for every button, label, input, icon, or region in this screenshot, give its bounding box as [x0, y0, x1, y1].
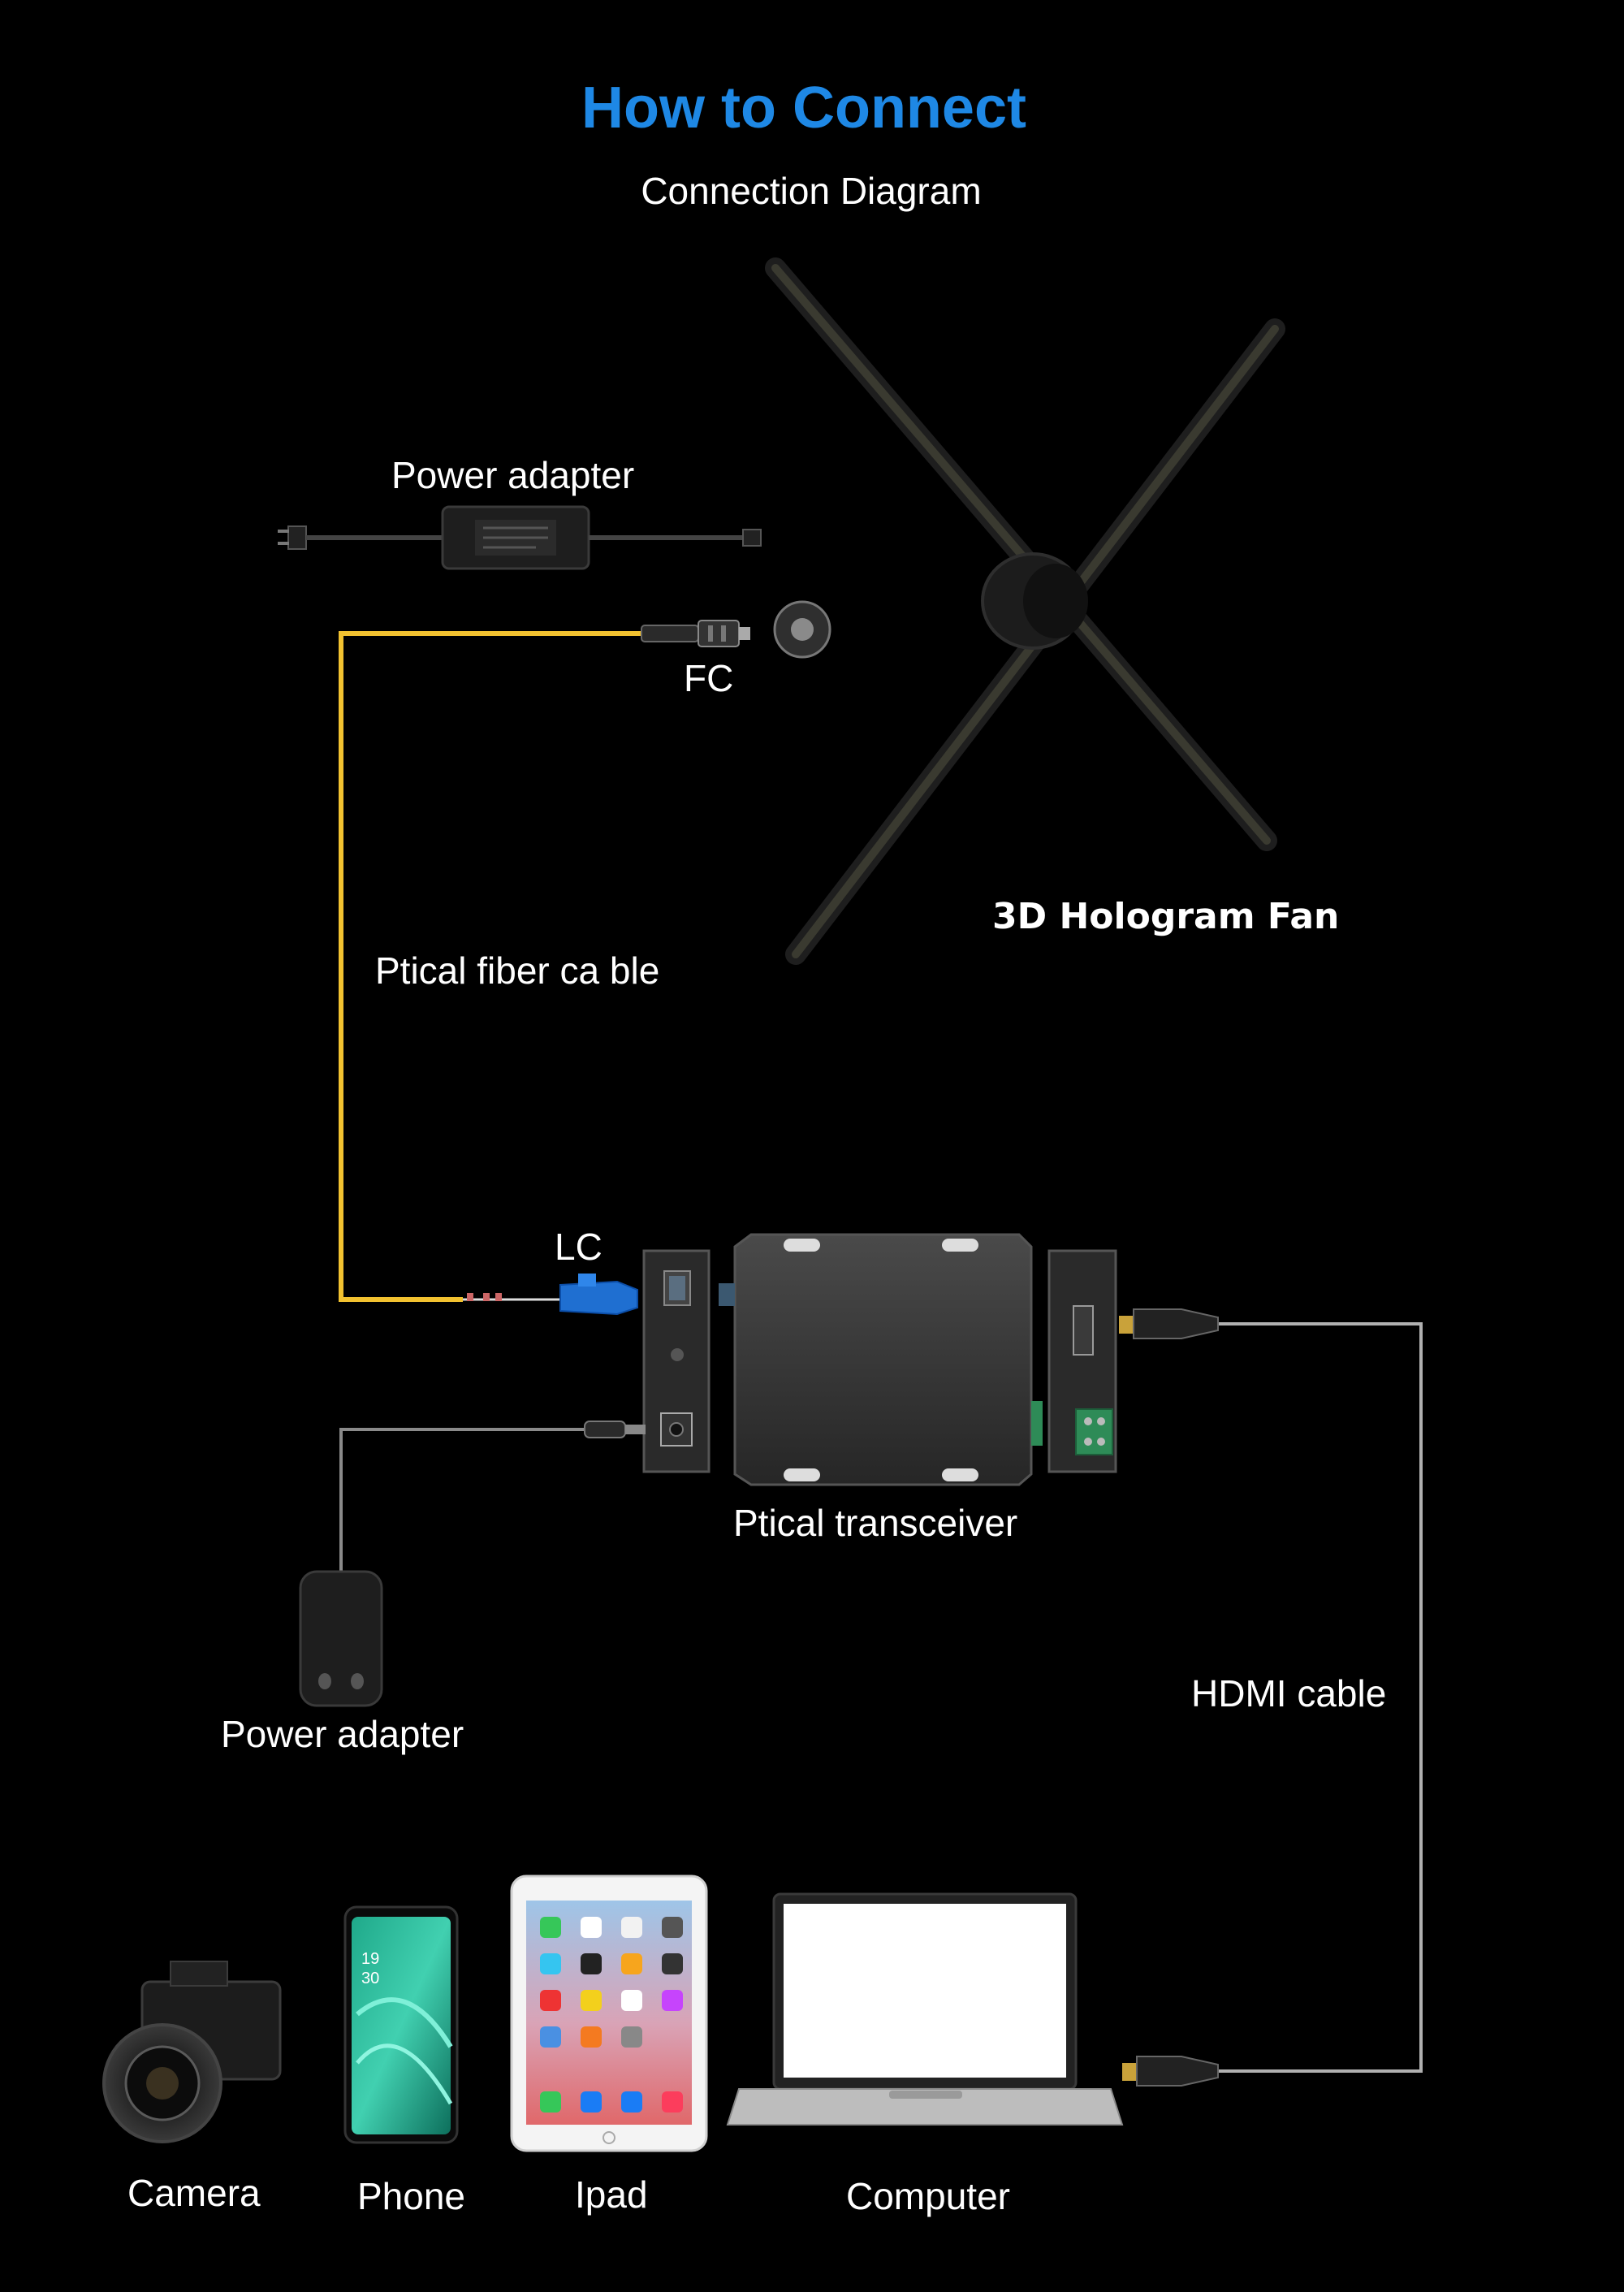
hdmi-plug-top-icon: [1119, 1308, 1219, 1339]
hologram-fan-icon: [765, 257, 1285, 965]
hdmi-cable-line: [1218, 1322, 1423, 2073]
label-hdmi-cable: HDMI cable: [1191, 1672, 1387, 1715]
power-adapter-bottom-icon: [299, 1570, 383, 1707]
transceiver-left-panel-icon: [642, 1249, 710, 1473]
lc-connector-icon: [463, 1274, 638, 1316]
label-fc: FC: [684, 657, 734, 699]
label-ipad: Ipad: [575, 2173, 648, 2216]
camera-icon: [102, 1961, 282, 2143]
label-camera: Camera: [127, 2172, 261, 2214]
ipad-app-grid: [540, 1917, 683, 2113]
laptop-icon: [726, 1892, 1124, 2126]
page-title: How to Connect: [581, 76, 1026, 141]
label-phone: Phone: [357, 2175, 466, 2217]
label-power-adapter-bottom: Power adapter: [221, 1713, 464, 1755]
power-adapter-top-icon: [278, 505, 762, 570]
hdmi-plug-bottom-icon: [1122, 2056, 1219, 2087]
dc-plug-icon: [584, 1421, 646, 1438]
label-fiber-cable: Ptical fiber ca ble: [375, 949, 660, 992]
phone-clock-minute: 30: [361, 1970, 379, 1987]
optical-transceiver-icon: [719, 1233, 1043, 1486]
label-power-adapter-top: Power adapter: [391, 454, 635, 496]
page-subtitle: Connection Diagram: [641, 170, 982, 212]
label-transceiver: Ptical transceiver: [733, 1502, 1018, 1544]
fan-connector-icon: [773, 600, 831, 659]
fiber-cable-line: [339, 631, 641, 1302]
ipad-icon: [510, 1875, 708, 2152]
phone-clock-hour: 19: [361, 1950, 379, 1968]
label-hologram-fan: 3D Hologram Fan: [992, 896, 1340, 937]
fc-connector-icon: [641, 620, 750, 647]
label-lc: LC: [555, 1226, 603, 1268]
label-computer: Computer: [846, 2175, 1010, 2217]
transceiver-right-panel-icon: [1047, 1249, 1117, 1473]
phone-icon: 19 30: [343, 1905, 459, 2144]
power-cable-line: [339, 1428, 585, 1572]
